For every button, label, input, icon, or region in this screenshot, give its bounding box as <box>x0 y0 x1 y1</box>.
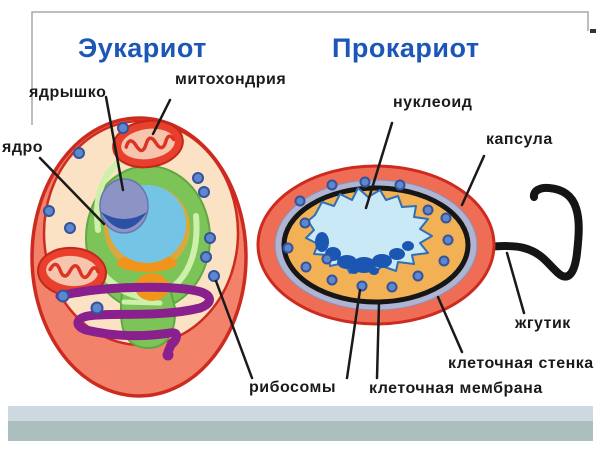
er-highlight <box>121 299 163 306</box>
pointer-line-cell-membrane <box>375 301 381 380</box>
frame-handle-mark <box>590 29 596 33</box>
label-capsule: капсула <box>486 131 553 148</box>
label-cell-membrane: клеточная мембрана <box>369 380 543 397</box>
label-nucleus: ядро <box>2 139 44 156</box>
golgi-end-blob <box>162 349 174 361</box>
eukaryote-cell-illustration <box>30 116 248 398</box>
footer-stripe-light <box>8 406 593 421</box>
pointer-line-ribosomes-right <box>345 288 362 380</box>
pointer-line-flagellum <box>505 251 526 315</box>
label-flagellum: жгутик <box>515 315 571 332</box>
pointer-line-ribosomes-left <box>214 279 254 380</box>
pointer-line-nucleus <box>38 156 106 226</box>
mitochondria-top <box>112 119 184 169</box>
golgi-purple-squiggle <box>55 282 214 357</box>
label-ribosomes: рибосомы <box>249 379 337 396</box>
pointer-lines <box>38 95 526 380</box>
pointer-line-mitochondria <box>151 98 172 136</box>
label-nucleolus: ядрышко <box>29 84 107 101</box>
footer-stripe-dark <box>8 421 593 441</box>
prokaryote-cell-illustration <box>256 164 583 326</box>
label-nucleoid: нуклеоид <box>393 94 473 111</box>
eukaryote-ribosome-dots <box>43 122 220 315</box>
slide-frame-border <box>31 11 589 125</box>
pointer-line-nucleolus <box>104 95 125 192</box>
pointer-line-capsule <box>460 154 486 207</box>
nucleolus-shadow <box>101 212 147 229</box>
pointer-line-nucleoid <box>364 121 394 210</box>
label-cell-wall: клеточная стенка <box>448 355 594 372</box>
eukaryote-title: Эукариот <box>78 33 207 63</box>
mitochondria-bottom <box>37 246 107 298</box>
label-mitochondria: митохондрия <box>175 71 287 88</box>
flagellum-shape <box>458 183 583 281</box>
prokaryote-title: Прокариот <box>332 33 480 63</box>
pointer-line-cell-wall <box>436 295 464 354</box>
prokaryote-ribosome-dots <box>282 176 454 293</box>
